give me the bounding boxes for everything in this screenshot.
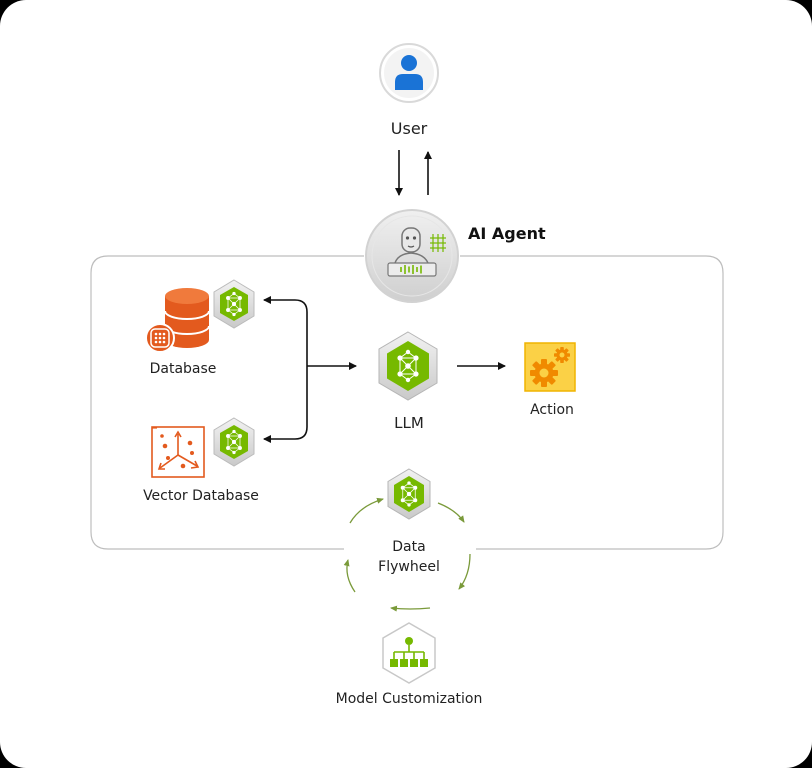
user-icon [379,43,439,103]
node-label-vector-database: Vector Database [143,488,259,504]
flywheel-cycle-arrows [343,497,471,612]
edge-llm-to-vector-database [263,366,308,443]
gears-icon [524,342,576,392]
node-label-data-flywheel: Data Flywheel [378,537,440,577]
node-label-model-customization: Model Customization [335,691,483,707]
node-label-llm: LLM [394,414,424,432]
node-label-database: Database [149,361,217,377]
edge-llm-to-database [263,296,308,366]
node-label-ai-agent: AI Agent [468,224,546,243]
vector-database-model-hexagon-icon [213,417,255,467]
database-icon [145,288,210,353]
node-label-action: Action [530,402,574,418]
neural-network-icon [378,331,438,401]
flywheel-label-line-1: Data [392,539,426,555]
node-label-user: User [390,119,428,138]
vector-database-icon [151,426,205,478]
flywheel-label-line-2: Flywheel [378,559,440,575]
hierarchy-icon [382,622,436,684]
flywheel-hexagon-icon [387,468,431,520]
agent-boundary-frame [90,255,724,550]
database-model-hexagon-icon [213,279,255,329]
robot-agent-icon [365,209,459,303]
